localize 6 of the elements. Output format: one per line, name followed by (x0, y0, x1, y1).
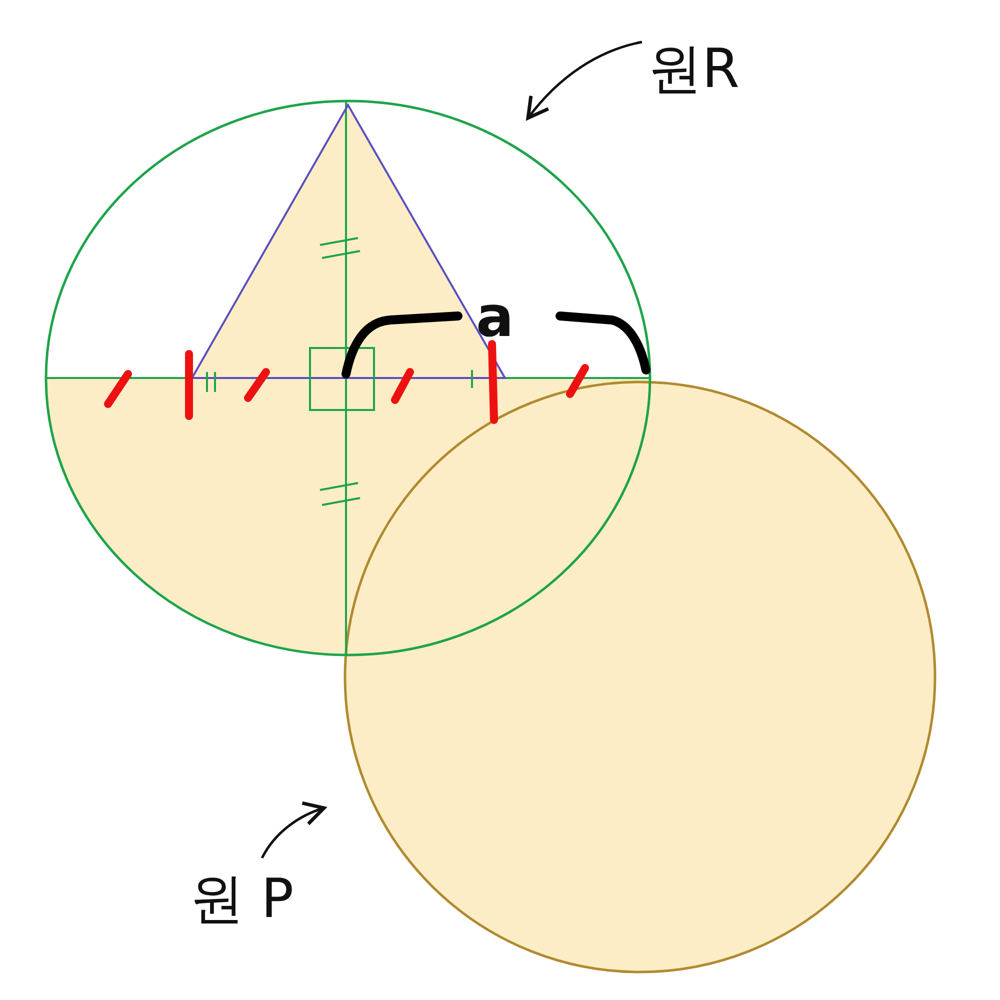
circle-r (44, 100, 652, 656)
circle-label: 원R (648, 42, 740, 96)
circle-label: 원 P (190, 872, 294, 926)
leader-arrow (260, 802, 326, 859)
leader-arrow (526, 40, 642, 120)
length-label: a (476, 290, 514, 346)
